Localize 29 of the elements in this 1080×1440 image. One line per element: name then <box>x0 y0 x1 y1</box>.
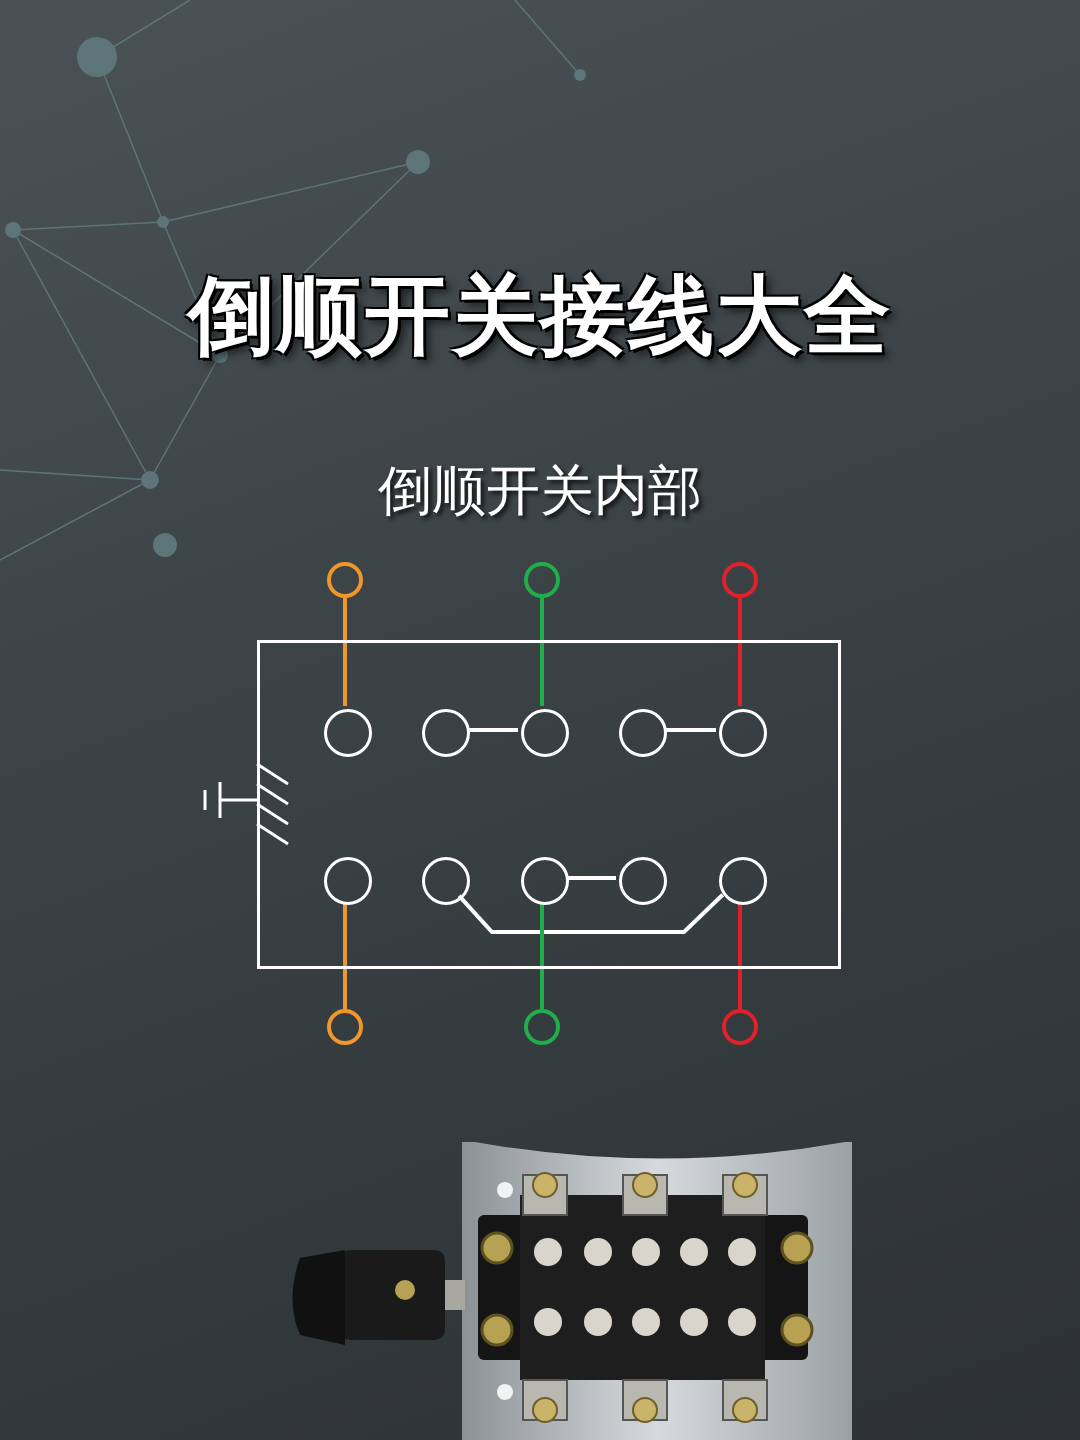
subtitle: 倒顺开关内部 <box>378 459 702 522</box>
title: 倒顺开关接线大全 <box>188 265 892 365</box>
terminal-circle <box>524 562 560 598</box>
terminal-circle <box>619 857 667 905</box>
switch-box <box>257 640 841 969</box>
wire <box>738 902 742 1009</box>
wire <box>457 893 725 934</box>
terminal-circle <box>722 562 758 598</box>
wire <box>343 598 347 706</box>
terminal-circle <box>619 709 667 757</box>
wire <box>664 728 716 732</box>
wire <box>566 876 616 880</box>
terminal-circle <box>422 709 470 757</box>
wire <box>540 598 544 706</box>
wire <box>738 598 742 706</box>
terminal-circle <box>324 709 372 757</box>
wire <box>467 728 518 732</box>
terminal-circle <box>719 857 767 905</box>
terminal-circle <box>722 1009 758 1045</box>
terminal-circle <box>521 709 569 757</box>
terminal-circle <box>521 857 569 905</box>
terminal-circle <box>422 857 470 905</box>
terminal-circle <box>327 562 363 598</box>
terminal-circle <box>719 709 767 757</box>
terminal-circle <box>524 1009 560 1045</box>
terminal-circle <box>324 857 372 905</box>
wire <box>343 902 347 1009</box>
terminal-circle <box>327 1009 363 1045</box>
wire <box>540 902 544 1009</box>
